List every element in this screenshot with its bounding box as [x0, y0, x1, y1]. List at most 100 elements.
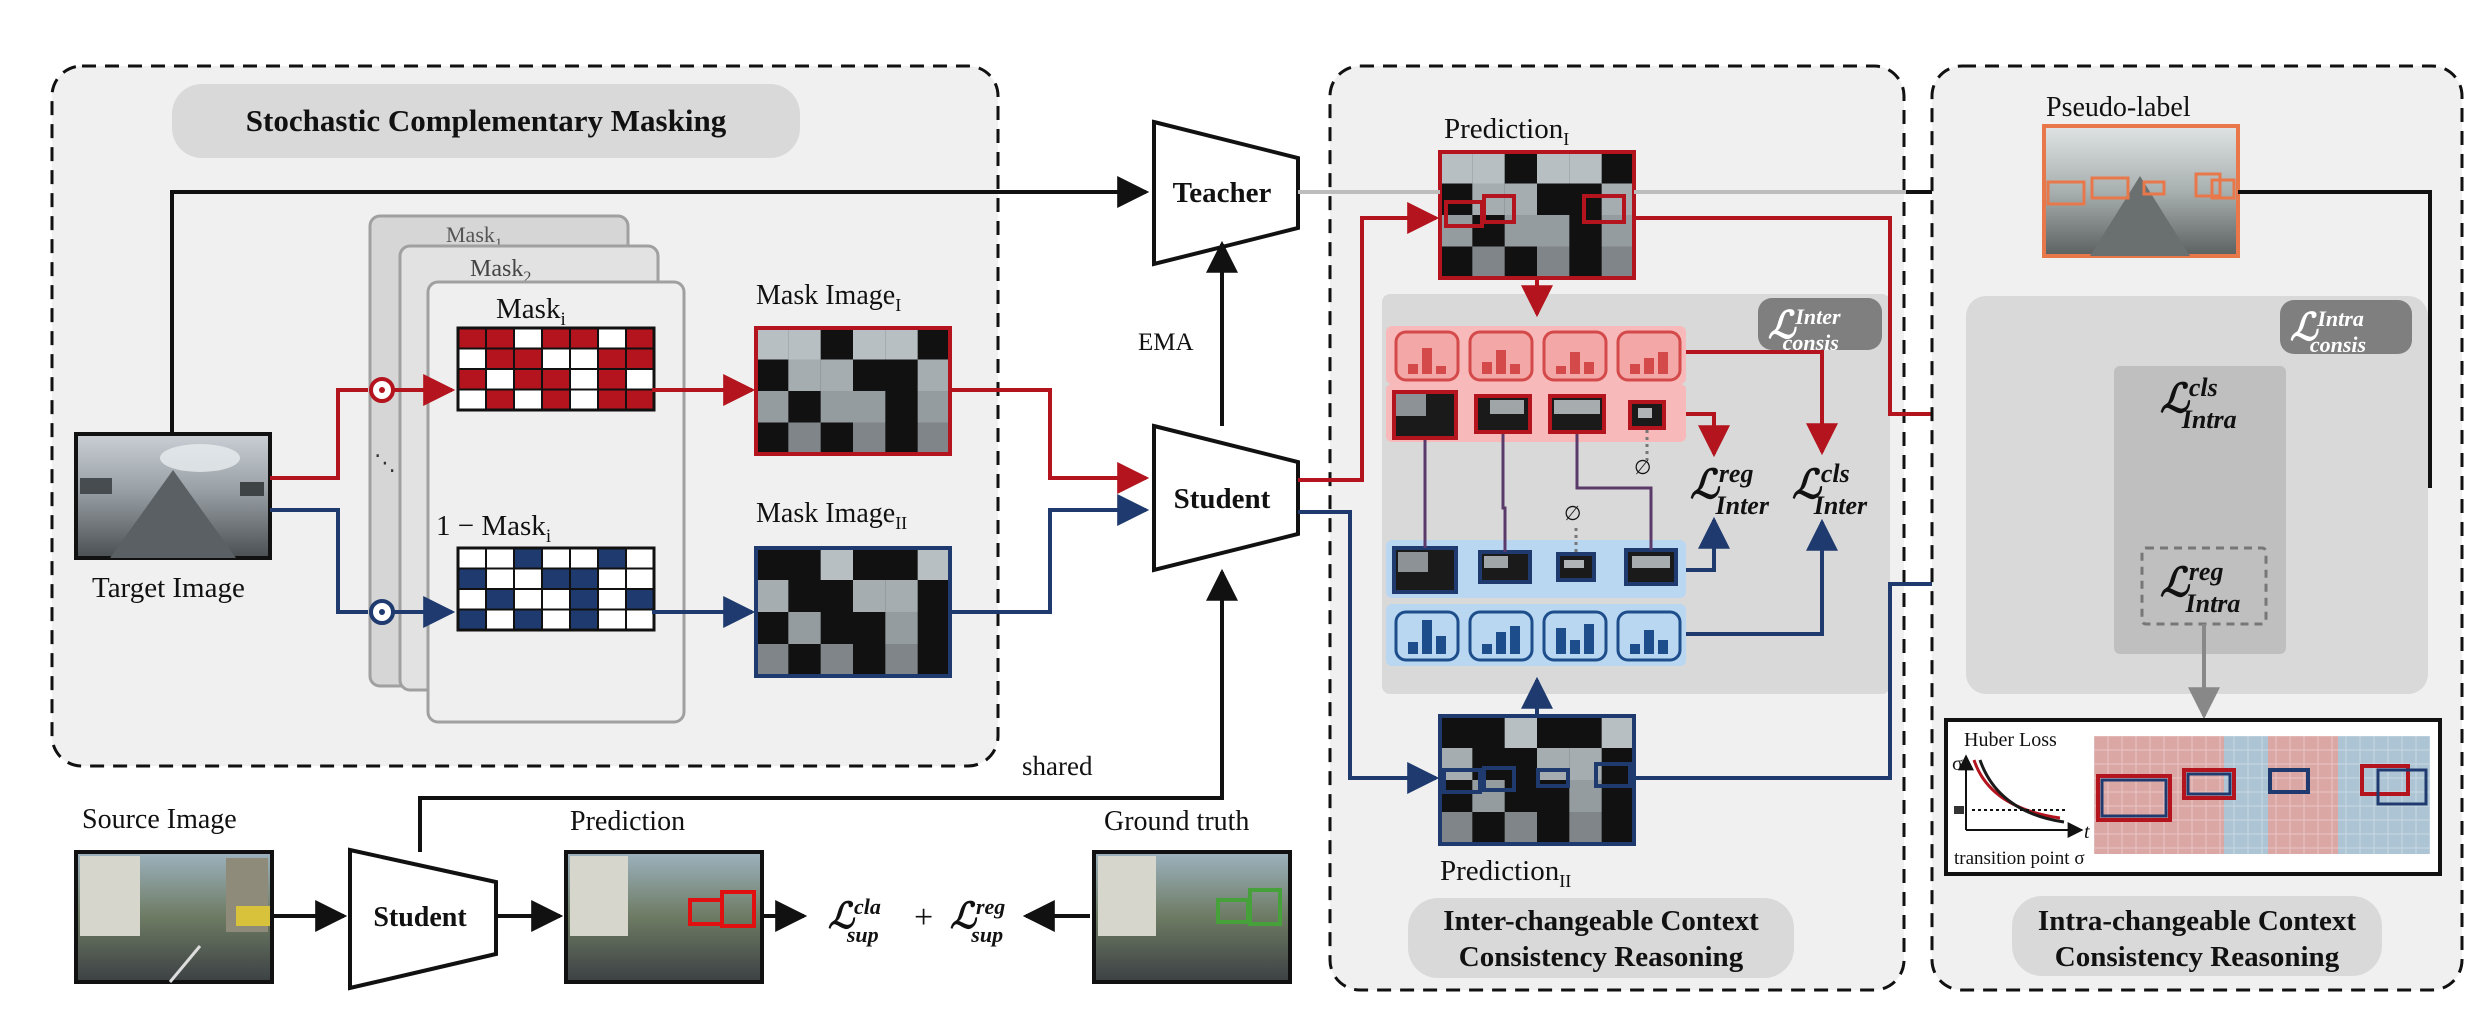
histogram-bar	[1630, 644, 1640, 654]
mask-cell	[569, 547, 599, 570]
visible-patch	[1601, 183, 1634, 215]
source-image	[74, 850, 274, 984]
visible-patch	[788, 612, 821, 644]
blue-crops	[1392, 546, 1678, 594]
source-image-label: Source Image	[82, 804, 237, 835]
visible-patch	[756, 328, 789, 360]
histogram-bar	[1422, 348, 1432, 374]
mask-cell	[625, 327, 655, 350]
mask-image-2-label: Mask ImageII	[756, 498, 907, 533]
mask-cell	[513, 588, 543, 611]
intra-consis-badge	[2280, 300, 2412, 354]
mask-cell	[625, 368, 655, 391]
huber-transition: transition point σ	[1954, 848, 2085, 869]
shared-label: shared	[1022, 751, 1093, 781]
visible-patch	[1537, 748, 1570, 780]
visible-patch	[820, 548, 853, 580]
red-cls-row	[1386, 326, 1686, 384]
student-bottom-block	[348, 847, 498, 991]
visible-patch	[1504, 716, 1537, 748]
prediction-label: Prediction	[570, 806, 685, 837]
visible-patch	[1569, 152, 1602, 184]
histogram-bar	[1658, 640, 1668, 654]
visible-patch	[756, 391, 789, 423]
mask-cell	[541, 388, 571, 411]
visible-patch	[1440, 812, 1473, 844]
mask-cell	[485, 608, 515, 631]
mask-cell	[513, 608, 543, 631]
visible-patch	[1601, 246, 1634, 278]
crop-matching-lines	[1423, 430, 1653, 552]
mask-cell	[513, 327, 543, 350]
mask-cell	[457, 388, 487, 411]
ema-label: EMA	[1138, 329, 1194, 356]
intra-title-line2: Consistency Reasoning	[2055, 941, 2340, 973]
mask-cell	[485, 547, 515, 570]
mask-cell	[541, 368, 571, 391]
huber-sigma: σ	[1952, 753, 1963, 775]
visible-patch	[885, 328, 918, 360]
mask-cell	[513, 547, 543, 570]
mask-cell	[513, 567, 543, 590]
histogram-bar	[1584, 362, 1594, 374]
visible-patch	[1537, 152, 1570, 184]
intra-title-line1: Intra-changeable Context	[2038, 905, 2357, 937]
mask-cell	[541, 327, 571, 350]
mask-cell	[569, 327, 599, 350]
mask-cell	[485, 388, 515, 411]
ground-truth-image	[1092, 850, 1292, 984]
histogram-bar	[1510, 364, 1520, 374]
student-label: Student	[1174, 483, 1271, 515]
histogram-bar	[1496, 350, 1506, 374]
empty-set-red: ∅	[1634, 455, 1651, 479]
mask-grid-border	[456, 326, 656, 412]
mask-cell	[485, 347, 515, 370]
histogram-bar	[1436, 636, 1446, 654]
mask-cell	[569, 608, 599, 631]
mask-cell	[597, 567, 627, 590]
histogram-bar	[1658, 352, 1668, 374]
blue-branch-line	[270, 508, 368, 614]
visible-patch	[1504, 812, 1537, 844]
teacher-label: Teacher	[1173, 177, 1272, 209]
mask-cell	[541, 608, 571, 631]
mask-cell	[569, 567, 599, 590]
histogram-bar	[1436, 366, 1446, 374]
visible-patch	[917, 359, 950, 391]
mask-cell	[541, 588, 571, 611]
prediction-2-label: PredictionII	[1440, 855, 1571, 891]
inter-title-line1: Inter-changeable Context	[1443, 905, 1759, 937]
red-cls-to-loss-arrow	[1686, 350, 1838, 456]
pseudo-label-image	[2042, 124, 2240, 258]
pseudo-label-label: Pseudo-label	[2046, 92, 2191, 123]
mask-image-1-label: Mask ImageI	[756, 280, 901, 315]
histogram-bar	[1408, 364, 1418, 374]
visible-patch	[917, 422, 950, 454]
mask-cell	[457, 567, 487, 590]
histogram-bar	[1422, 620, 1432, 654]
mask-cell	[513, 368, 543, 391]
inter-consis-badge	[1758, 298, 1882, 350]
mask-cell	[457, 327, 487, 350]
visible-patch	[1537, 215, 1570, 247]
intra-title-box	[2012, 896, 2382, 976]
mask-cell	[625, 608, 655, 631]
mask-grid-border	[456, 546, 656, 632]
visible-patch	[917, 391, 950, 423]
target-image	[74, 432, 272, 560]
visible-patch	[1440, 152, 1473, 184]
huber-curve-black	[1978, 759, 2065, 824]
student-to-pred1-arrow	[1298, 202, 1440, 482]
maski-label: Maski	[496, 293, 566, 330]
target-to-teacher-arrow	[170, 176, 1150, 434]
mask-cell	[597, 388, 627, 411]
mask-cell	[597, 547, 627, 570]
